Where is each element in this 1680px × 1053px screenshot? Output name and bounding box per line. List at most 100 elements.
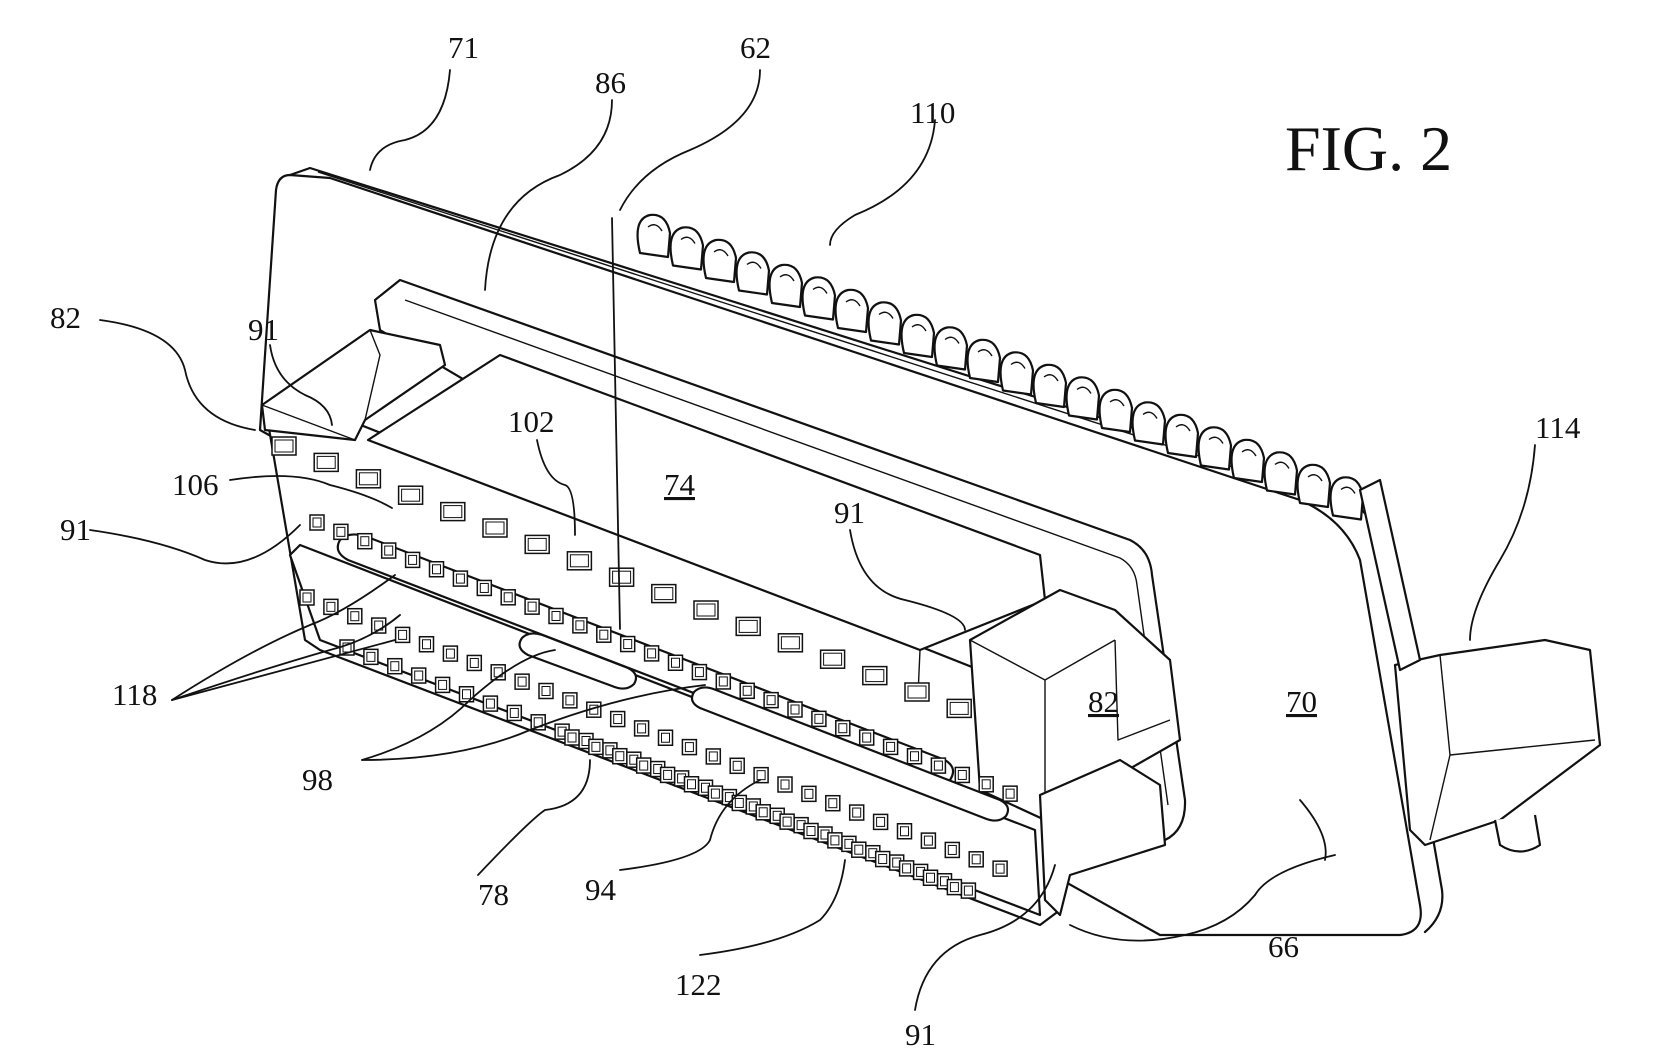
contact-cavity (645, 646, 659, 661)
contact-cavity (850, 805, 864, 820)
contact-tail (1232, 440, 1264, 482)
contact-tail (1034, 365, 1066, 407)
contact-cavity (756, 805, 770, 820)
signal-cavity (441, 503, 465, 521)
contact-cavity (406, 552, 420, 567)
signal-cavity (272, 437, 296, 455)
contact-cavity (477, 580, 491, 595)
ref-62: 62 (740, 30, 771, 65)
contact-cavity (884, 739, 898, 754)
contact-tail (1265, 452, 1297, 494)
signal-cavity (610, 568, 634, 586)
contact-cavity (412, 668, 426, 683)
signal-cavity (567, 552, 591, 570)
contact-cavity (692, 665, 706, 680)
contact-cavity (382, 543, 396, 558)
contact-cavity (430, 562, 444, 577)
contact-cavity (921, 833, 935, 848)
ref-122: 122 (675, 967, 722, 1002)
contact-cavity (539, 684, 553, 699)
signal-cavity (778, 634, 802, 652)
signal-cavity (399, 486, 423, 504)
contact-tail (1133, 402, 1165, 444)
contact-cavity (682, 740, 696, 755)
ref-66: 66 (1268, 929, 1299, 964)
contact-cavity (788, 702, 802, 717)
ref-91-left: 91 (60, 512, 91, 547)
contact-cavity (1003, 786, 1017, 801)
contact-cavity (876, 852, 890, 867)
contact-cavity (565, 730, 579, 745)
contact-cavity (388, 659, 402, 674)
ref-91-mid: 91 (834, 495, 865, 530)
contact-tail (869, 302, 901, 344)
contact-cavity (836, 721, 850, 736)
signal-cavity (652, 585, 676, 603)
contact-cavity (778, 777, 792, 792)
contact-cavity (364, 649, 378, 664)
contact-tail (836, 290, 868, 332)
contact-tail (638, 215, 670, 257)
signal-cavity (905, 683, 929, 701)
contact-cavity (945, 842, 959, 857)
contact-tail (1067, 377, 1099, 419)
contact-cavity (828, 833, 842, 848)
contact-cavity (420, 637, 434, 652)
contact-cavity (563, 693, 577, 708)
contact-cavity (549, 609, 563, 624)
contact-cavity (358, 534, 372, 549)
ref-71: 71 (448, 30, 479, 65)
contact-cavity (908, 749, 922, 764)
contact-cavity (924, 870, 938, 885)
contact-cavity (396, 627, 410, 642)
contact-cavity (740, 683, 754, 698)
contact-cavity (483, 696, 497, 711)
signal-cavity (356, 470, 380, 488)
contact-cavity (931, 758, 945, 773)
contact-cavity (659, 730, 673, 745)
contact-cavity (611, 712, 625, 727)
contact-cavity (993, 861, 1007, 876)
contact-cavity (300, 590, 314, 605)
contact-cavity (467, 655, 481, 670)
signal-cavity (525, 535, 549, 553)
contact-cavity (780, 814, 794, 829)
contact-cavity (730, 758, 744, 773)
contact-tail (1199, 427, 1231, 469)
board-lock-post (1495, 815, 1540, 852)
figure-title: FIG. 2 (1285, 113, 1452, 184)
ref-82-left: 82 (50, 300, 81, 335)
contact-tail (1331, 477, 1363, 519)
contact-cavity (716, 674, 730, 689)
contact-cavity (969, 852, 983, 867)
contact-cavity (443, 646, 457, 661)
contact-cavity (515, 674, 529, 689)
contact-cavity (589, 739, 603, 754)
contact-tail (1100, 390, 1132, 432)
contact-cavity (621, 637, 635, 652)
contact-tail (770, 265, 802, 307)
signal-cavity (483, 519, 507, 537)
ref-98: 98 (302, 762, 333, 797)
contact-cavity (852, 842, 866, 857)
ref-94: 94 (585, 872, 617, 907)
contact-cavity (507, 705, 521, 720)
contact-cavity (573, 618, 587, 633)
contact-tail (737, 252, 769, 294)
signal-cavity (947, 699, 971, 717)
contact-cavity (804, 824, 818, 839)
contact-cavity (812, 711, 826, 726)
contact-cavity (860, 730, 874, 745)
signal-cavity (314, 453, 338, 471)
contact-cavity (453, 571, 467, 586)
ref-118: 118 (112, 677, 157, 712)
contact-cavity (637, 758, 651, 773)
ref-86: 86 (595, 65, 626, 100)
ref-78: 78 (478, 877, 509, 912)
contact-cavity (661, 767, 675, 782)
contact-cavity (826, 796, 840, 811)
contact-cavity (961, 883, 975, 898)
contact-cavity (669, 655, 683, 670)
contact-cavity (613, 749, 627, 764)
